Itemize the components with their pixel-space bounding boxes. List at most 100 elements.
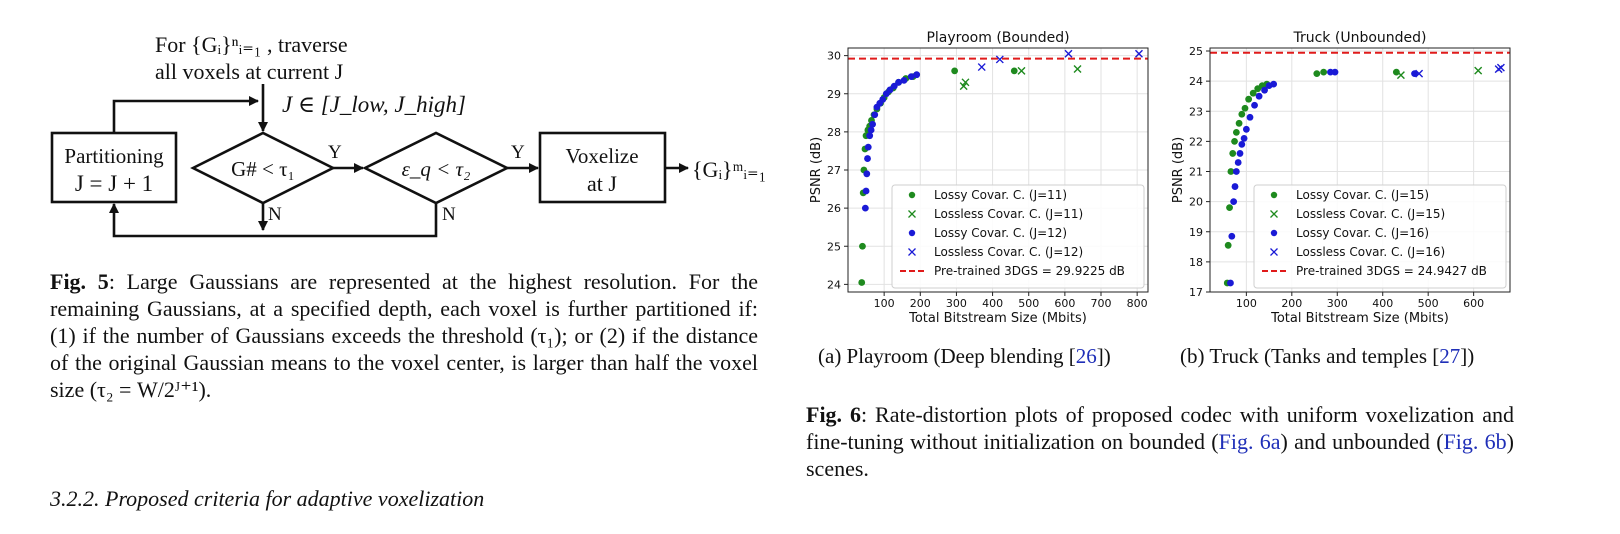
data-point — [1238, 140, 1246, 148]
data-point — [1392, 68, 1400, 76]
data-point — [961, 78, 970, 87]
data-point — [1224, 241, 1232, 249]
voxelization-flowchart: For {Gᵢ}ⁿᵢ₌₁ , traverse all voxels at cu… — [50, 32, 766, 238]
data-point — [1331, 68, 1339, 76]
data-point — [1411, 70, 1418, 78]
x-tick-label: 600 — [1463, 297, 1484, 310]
voxelize-label-1: Voxelize — [565, 144, 638, 168]
data-point — [1231, 137, 1238, 145]
range-label: J ∈ [J_low, J_high] — [282, 92, 466, 117]
y-tick-label: 24 — [1189, 75, 1203, 88]
ref-fig6b[interactable]: Fig. 6b — [1443, 429, 1507, 454]
data-point — [1415, 69, 1424, 78]
x-tick-label: 400 — [1372, 297, 1393, 310]
ref-fig6a[interactable]: Fig. 6a — [1218, 429, 1281, 454]
partition-label-1: Partitioning — [64, 144, 164, 168]
data-point — [866, 132, 874, 140]
data-point — [1251, 101, 1258, 109]
x-tick-label: 200 — [1281, 297, 1302, 310]
x-axis-label: Total Bitstream Size (Mbits) — [908, 311, 1087, 326]
legend-label: Lossy Covar. C. (J=15) — [1296, 188, 1429, 202]
y-tick-label: 18 — [1189, 256, 1203, 269]
y-tick-label: 19 — [1189, 226, 1203, 239]
data-point — [1240, 134, 1248, 142]
ref-27[interactable]: 27 — [1439, 344, 1461, 368]
subcaption-b: (b) Truck (Tanks and temples [27]) — [1180, 344, 1475, 368]
y-tick-label: 22 — [1189, 135, 1203, 148]
data-point — [1227, 279, 1234, 287]
x-axis-label: Total Bitstream Size (Mbits) — [1270, 311, 1449, 326]
legend-box — [891, 184, 1145, 289]
y-tick-label: 21 — [1189, 166, 1203, 179]
y-axis-label: PSNR (dB) — [1171, 137, 1186, 203]
yes-label-1: Y — [328, 142, 342, 163]
y-tick-label: 30 — [827, 50, 841, 63]
condition-2-label: ε_q < τ₂ — [402, 157, 471, 181]
y-tick-label: 25 — [1189, 45, 1203, 58]
x-tick-label: 700 — [1091, 297, 1112, 310]
data-point — [861, 204, 869, 212]
data-point — [1241, 104, 1249, 112]
data-point — [895, 78, 903, 86]
top-label-2: all voxels at current J — [155, 59, 344, 84]
legend-label: Lossless Covar. C. (J=15) — [1296, 207, 1445, 221]
legend-marker — [1270, 210, 1278, 218]
data-point — [1474, 66, 1483, 75]
data-point — [900, 77, 908, 84]
no-label-2: N — [442, 204, 456, 225]
y-tick-label: 26 — [827, 202, 841, 215]
data-point — [864, 155, 871, 162]
data-point — [1245, 95, 1253, 103]
legend-marker — [1270, 229, 1278, 237]
y-tick-label: 28 — [827, 126, 841, 139]
legend-marker — [1270, 248, 1278, 256]
x-tick-label: 100 — [874, 297, 895, 310]
data-point — [1255, 92, 1263, 100]
data-point — [867, 126, 875, 134]
data-point — [869, 120, 876, 128]
y-tick-label: 17 — [1189, 286, 1203, 299]
x-tick-label: 800 — [1127, 297, 1148, 310]
y-axis-label: PSNR (dB) — [809, 137, 824, 203]
top-label-1: For {Gᵢ}ⁿᵢ₌₁ , traverse — [155, 32, 348, 57]
chart-title: Truck (Unbounded) — [1292, 30, 1426, 46]
data-point — [1232, 128, 1240, 136]
legend-label: Lossless Covar. C. (J=16) — [1296, 245, 1445, 259]
y-tick-label: 29 — [827, 88, 841, 101]
data-point — [1270, 80, 1278, 88]
data-point — [858, 279, 866, 286]
data-point — [862, 187, 870, 195]
data-point — [863, 170, 871, 178]
voxelize-label-2: at J — [587, 171, 617, 196]
ref-26[interactable]: 26 — [1075, 344, 1097, 368]
y-tick-label: 23 — [1189, 105, 1203, 118]
fig5-text: : Large Gaussians are represented at the… — [50, 269, 758, 402]
data-point — [1231, 183, 1239, 190]
legend-box — [1253, 184, 1507, 289]
section-heading: 3.2.2. Proposed criteria for adaptive vo… — [50, 486, 485, 511]
data-point — [1234, 159, 1242, 166]
x-tick-label: 500 — [1018, 297, 1039, 310]
x-tick-label: 300 — [946, 297, 967, 310]
data-point — [995, 55, 1004, 64]
data-point — [1261, 86, 1268, 94]
chart-title: Playroom (Bounded) — [926, 30, 1069, 46]
data-point — [977, 63, 986, 72]
data-point — [1496, 63, 1505, 72]
plot-frame — [1209, 47, 1511, 293]
fig5-caption: Fig. 5: Large Gaussians are represented … — [50, 268, 758, 403]
legend-label: Lossy Covar. C. (J=11) — [934, 188, 1067, 202]
x-tick-label: 100 — [1236, 297, 1257, 310]
x-tick-label: 300 — [1327, 297, 1348, 310]
data-point — [871, 111, 879, 119]
legend-label: Pre-trained 3DGS = 24.9427 dB — [1296, 264, 1487, 278]
subcaption-a: (a) Playroom (Deep blending [26]) — [818, 344, 1111, 368]
data-point — [864, 143, 872, 151]
data-point — [913, 71, 921, 79]
legend-marker — [908, 191, 916, 199]
legend-marker — [1270, 191, 1278, 199]
legend-marker — [908, 248, 916, 256]
data-point — [1227, 168, 1235, 175]
